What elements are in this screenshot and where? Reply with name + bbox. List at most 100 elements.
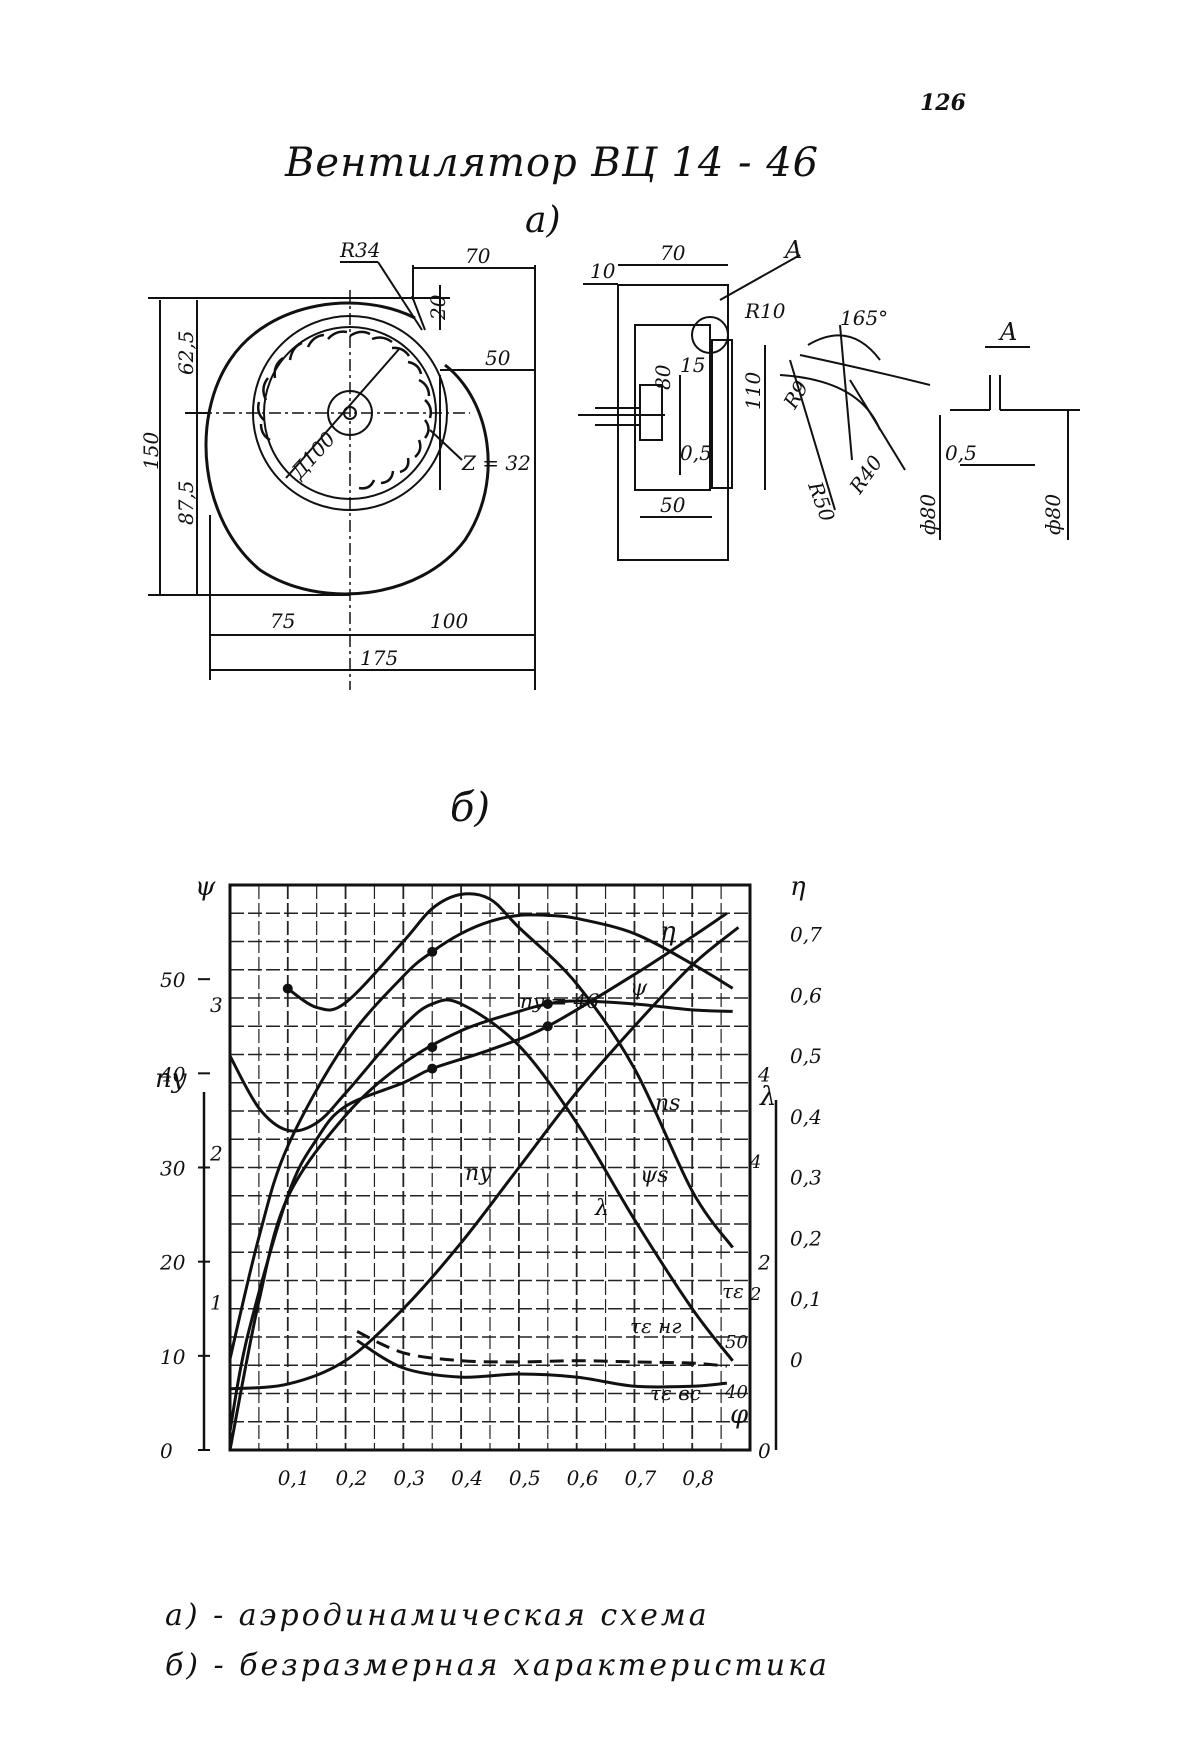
side-housing [617,284,729,561]
x-tick-label: 0,3 [393,1466,425,1490]
section-label-a: а) [525,200,561,241]
dim-150: 150 [139,432,163,470]
lambda-curve-label: λ [594,1196,609,1221]
eta-tick-label: 0,1 [790,1287,822,1311]
section-a-title: A [998,318,1017,346]
series-line-τε-нг [356,1330,728,1368]
dim-87-5: 87,5 [174,480,198,525]
tau-eps-vs-label: τε вс [650,1381,701,1405]
side-dim-r10: R10 [744,299,786,323]
side-dim-10: 10 [590,259,616,283]
caption-dimensionless-characteristic: б) - безразмерная характеристика [165,1648,830,1683]
side-hub [639,384,663,441]
eta-tick-label: 0 [790,1348,803,1372]
dim-50: 50 [485,346,511,370]
lambda-tick-label: 0 [758,1439,771,1463]
side-dim-70: 70 [660,241,686,265]
series-line-η [228,913,734,1360]
dim-r34: R34 [339,238,381,262]
section-label-b: б) [450,785,491,831]
ny-curve-label: ny [465,1161,492,1186]
curve-point-marker [427,946,438,957]
ny-tick-label: 40 [159,1062,186,1086]
psi-axis-label: ψ [195,872,216,902]
page-number: 126 [920,90,966,116]
blade-angle-165: 165° [840,306,888,330]
psi-s-curve-label: ψs [640,1163,669,1188]
eta-tick-label: 0,7 [790,923,822,947]
dim-20: 20 [426,294,450,321]
psi-tick-label: 3 [210,993,223,1017]
x-tick-label: 0,7 [624,1466,656,1490]
side-dim-15: 15 [680,353,705,377]
eta-tick-label: 0,5 [790,1044,822,1068]
eta-curve-label: η [660,917,676,947]
curve-point-marker [542,998,553,1009]
side-dim-80: 80 [651,364,675,390]
eta-axis-label: η [790,872,806,902]
tau-scale-40: 40 [724,1382,748,1403]
side-dim-50: 50 [660,493,686,517]
dim-70: 70 [465,244,491,268]
dim-100: 100 [430,609,468,633]
ny-axis-label: ny [155,1064,187,1094]
eta-tick-label: 0,3 [790,1166,822,1190]
side-dim-110: 110 [741,372,765,410]
x-tick-label: 0,6 [567,1466,599,1490]
impeller-blades [256,330,433,490]
psi-tick-label: 2 [209,1142,223,1166]
d100-leader [285,347,401,479]
curve-point-marker [427,1063,438,1074]
side-back-plate [711,339,733,489]
dim-175: 175 [360,646,398,670]
volute-tongue [411,295,426,331]
chart-axes [202,883,778,1452]
ny-tick-label: 0 [160,1439,173,1463]
ns-curve-label: ns [655,1091,680,1116]
tau-scale-4: 4 [749,1152,761,1173]
ny-46-marker-label: ny = 46 [520,989,599,1013]
curve-point-marker [427,1042,438,1053]
curve-point-marker [542,1021,553,1032]
eta-tick-label: 0,4 [790,1105,822,1129]
curve-point-marker [282,983,293,994]
lambda-tick-label: 2 [757,1251,771,1275]
ny-tick-label: 20 [159,1251,186,1275]
series-line-λ [229,926,740,1391]
x-tick-label: 0,5 [509,1466,541,1490]
tau-scale-2: 2 [749,1284,761,1305]
tau-eps-label: τε [722,1279,744,1303]
eta-tick-label: 0,6 [790,983,822,1007]
psi-tick-label: 1 [210,1290,223,1314]
x-tick-label: 0,2 [336,1466,368,1490]
x-tick-label: 0,4 [451,1466,483,1490]
blade-detail-arc-outer [799,354,931,386]
lambda-tick-label: 4 [757,1062,771,1086]
series-line-ny [228,912,728,1432]
ny-tick-label: 10 [160,1345,186,1369]
eta-tick-label: 0,2 [790,1226,822,1250]
side-detail-circle [691,316,729,354]
chart-series [228,892,740,1451]
series-line-ns [286,892,734,1249]
section-a-phi80-left: ф80 [916,494,940,535]
volute-outline [204,301,490,596]
x-tick-label: 0,1 [278,1466,310,1490]
dim-62-5: 62,5 [174,330,198,375]
section-a-phi80-right: ф80 [1041,494,1065,535]
lambda-axis-label: λ [759,1082,776,1112]
tau-eps-hr-label: τε нг [630,1314,681,1338]
fan-title: Вентилятор ВЦ 14 - 46 [285,140,820,186]
dim-75: 75 [270,609,295,633]
ny-tick-label: 50 [160,968,186,992]
section-a-dim-0-5: 0,5 [945,441,977,465]
dim-z32: Z = 32 [461,451,531,475]
series-line-ψs [228,998,734,1362]
ny-tick-label: 30 [160,1157,186,1181]
chart-frame [228,883,752,1452]
series-line-τε-вс [356,1339,728,1389]
tau-scale-50: 50 [725,1332,748,1353]
